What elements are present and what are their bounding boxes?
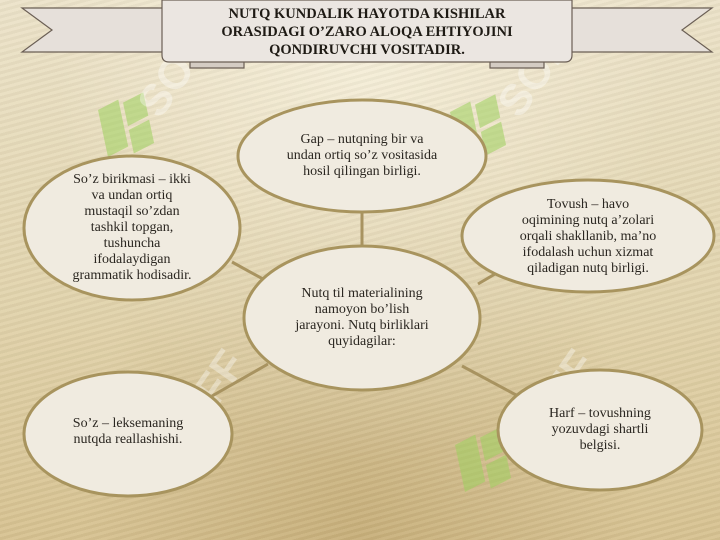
node-harf-text: Harf – tovushning yozuvdagi shartli belg… bbox=[549, 406, 651, 453]
node-center-text: Nutq til materialining namoyon bo’lish j… bbox=[295, 286, 429, 349]
node-gap-ellipse bbox=[236, 98, 488, 214]
connector-soz bbox=[211, 362, 269, 398]
connector-harf bbox=[461, 364, 519, 398]
node-soz-ellipse bbox=[22, 370, 234, 498]
banner-title: NUTQ KUNDALIK HAYOTDA KISHILAR ORASIDAGI… bbox=[221, 6, 513, 58]
node-center-ellipse bbox=[242, 244, 482, 392]
node-harf-ellipse bbox=[496, 368, 704, 492]
node-tovush-ellipse bbox=[460, 178, 716, 294]
node-soz-birikmasi-ellipse bbox=[22, 154, 242, 302]
node-tovush-text: Tovush – havo oqimining nutq a’zolari or… bbox=[519, 197, 657, 276]
node-gap-text: Gap – nutqning bir va undan ortiq so’z v… bbox=[286, 132, 438, 179]
node-soz-birikmasi-text: So’z birikmasi – ikki va undan ortiq mus… bbox=[72, 172, 192, 283]
node-soz-text: So’z – leksemaning nutqda reallashishi. bbox=[72, 416, 184, 447]
